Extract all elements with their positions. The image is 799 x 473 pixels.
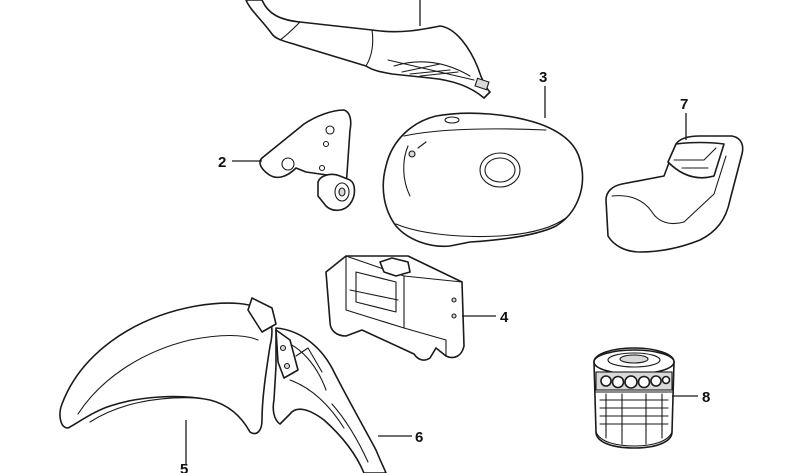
part-upper-cover[interactable]	[245, 0, 491, 99]
callout-8: 8	[702, 389, 710, 406]
part-holder[interactable]	[325, 255, 465, 361]
part-side-cover[interactable]	[605, 135, 744, 253]
callout-2: 2	[218, 154, 226, 171]
part-front-mudguard[interactable]	[59, 297, 277, 435]
callout-7: 7	[680, 96, 688, 113]
callout-5: 5	[180, 461, 188, 473]
callout-6: 6	[415, 429, 423, 446]
callout-4: 4	[500, 309, 509, 326]
part-bracket[interactable]	[259, 109, 356, 212]
filter-holes	[600, 375, 671, 389]
part-fuel-tank[interactable]	[382, 112, 584, 248]
part-rear-mudguard[interactable]	[272, 327, 387, 473]
callout-3: 3	[539, 69, 547, 86]
part-oil-filter[interactable]	[593, 347, 675, 449]
